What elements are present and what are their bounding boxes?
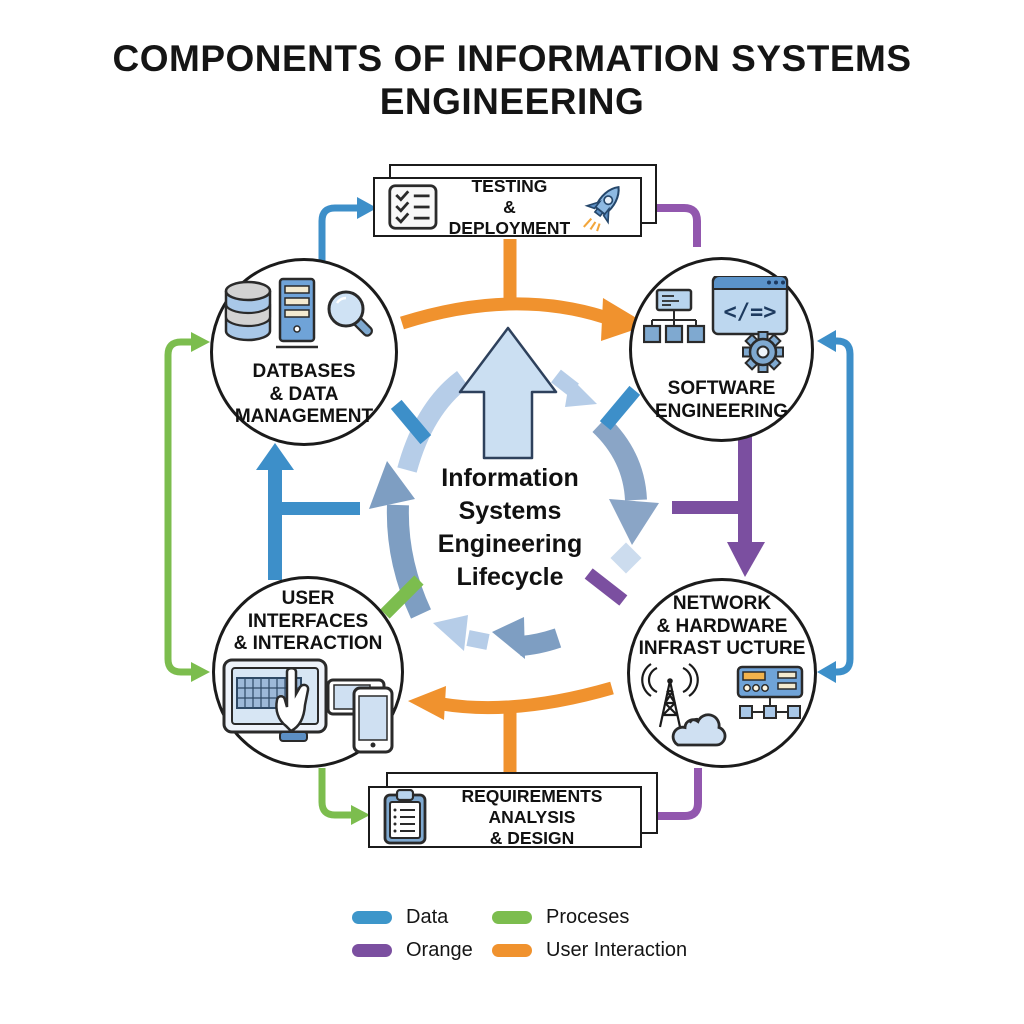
router-icon bbox=[736, 665, 804, 720]
legend-label: User Interaction bbox=[546, 939, 688, 961]
legend-item-orange: Orange bbox=[352, 939, 492, 962]
blue-arrowhead-network bbox=[817, 661, 836, 683]
network-label: NETWORK & HARDWARE INFRAST UCTURE bbox=[638, 592, 806, 660]
ring-arrow-left-body bbox=[386, 504, 432, 619]
legend-swatch-green bbox=[492, 911, 532, 924]
ui-label: USER INTERFACES & INTERACTION bbox=[233, 587, 383, 655]
page-title: COMPONENTS OF INFORMATION SYSTEMS ENGINE… bbox=[112, 38, 912, 122]
lifecycle-center-label: Information Systems Engineering Lifecycl… bbox=[437, 464, 583, 591]
code-window-icon: </=> bbox=[711, 275, 788, 335]
phones-icon bbox=[326, 678, 394, 754]
org-chart-icon bbox=[642, 288, 705, 343]
legend-label: Orange bbox=[406, 939, 473, 961]
green-arrowhead-databases bbox=[191, 332, 210, 352]
requirements-box-label: REQUIREMENTS ANALYSIS & DESIGN bbox=[461, 785, 603, 848]
legend-item-processes: Proceses bbox=[492, 906, 687, 929]
software-label: SOFTWARE ENGINEERING bbox=[654, 377, 789, 422]
rocket-icon bbox=[583, 185, 620, 232]
blue-arrowhead-testing bbox=[357, 197, 377, 219]
databases-label: DATBASES & DATA MANAGEMENT bbox=[234, 360, 374, 428]
purple-connectors bbox=[640, 204, 702, 820]
legend-label: Data bbox=[406, 906, 449, 928]
purple-line-network-to-requirements bbox=[644, 768, 702, 820]
ui-circle: USER INTERFACES & INTERACTION bbox=[212, 576, 404, 768]
green-line-ui-to-requirements bbox=[318, 768, 352, 819]
clipboard-icon bbox=[383, 789, 427, 845]
ui-icons bbox=[222, 658, 394, 754]
ring-arrowhead-up bbox=[369, 461, 415, 509]
legend: Data Proceses Orange User Interaction bbox=[352, 906, 687, 962]
checklist-icon bbox=[388, 184, 438, 230]
blue-line-databases-to-testing bbox=[318, 204, 358, 290]
ring-arrow-bottom-body bbox=[466, 630, 490, 650]
ring-segment-blue-software bbox=[599, 385, 641, 431]
ring-arc-top-left bbox=[397, 370, 470, 473]
ring-arrow-right-body bbox=[592, 415, 647, 501]
legend-item-data: Data bbox=[352, 906, 492, 929]
blue-arrowhead-software bbox=[817, 330, 836, 352]
ring-arrowhead-bottom bbox=[433, 615, 468, 651]
code-text: </=> bbox=[723, 300, 776, 325]
databases-circle: DATBASES & DATA MANAGEMENT bbox=[210, 258, 398, 446]
ring-segment-blue-databases bbox=[390, 399, 432, 445]
cloud-icon bbox=[671, 713, 727, 747]
hand-cursor-icon bbox=[275, 667, 310, 743]
center-up-arrow bbox=[458, 326, 558, 460]
tablet-keyboard-icon bbox=[222, 658, 328, 734]
ring-arrowhead-down bbox=[609, 499, 659, 545]
blue-line-right-side bbox=[834, 337, 854, 676]
requirements-box: REQUIREMENTS ANALYSIS & DESIGN bbox=[368, 786, 642, 848]
testing-box: TESTING & DEPLOYMENT bbox=[373, 175, 642, 238]
network-icons bbox=[641, 663, 804, 747]
magnifier-icon bbox=[327, 290, 373, 337]
orange-arrowhead-left bbox=[408, 686, 446, 720]
blue-thick-arrow bbox=[256, 443, 360, 580]
green-arrowhead-requirements bbox=[351, 805, 370, 825]
testing-box-label: TESTING & DEPLOYMENT bbox=[448, 175, 571, 238]
software-icons: </=> bbox=[642, 275, 788, 373]
blue-connectors bbox=[318, 204, 854, 676]
orange-arc-top bbox=[400, 297, 606, 330]
legend-label: Proceses bbox=[546, 906, 630, 928]
orange-connectors bbox=[400, 239, 614, 778]
ring-segment-purple-network bbox=[584, 568, 628, 606]
ring-segment-green-ui bbox=[380, 575, 424, 619]
lifecycle-ring bbox=[369, 326, 659, 659]
network-circle: NETWORK & HARDWARE INFRAST UCTURE bbox=[627, 578, 817, 768]
ring-small-arrowhead bbox=[565, 377, 597, 407]
ring-arrow-bottomright-body bbox=[519, 628, 562, 656]
green-line-left-side bbox=[164, 338, 192, 676]
ring-arrowhead-bottomright bbox=[492, 617, 525, 659]
legend-swatch-purple bbox=[352, 944, 392, 957]
databases-icons bbox=[224, 277, 373, 349]
database-stack-icon bbox=[224, 280, 272, 342]
orange-arrowhead-right bbox=[601, 298, 648, 341]
gear-icon bbox=[741, 330, 784, 373]
orange-arc-bottom bbox=[440, 681, 614, 715]
purple-line-testing-to-software bbox=[640, 204, 701, 247]
legend-swatch-orange bbox=[492, 944, 532, 957]
radio-tower-icon bbox=[641, 663, 699, 728]
green-arrowhead-ui bbox=[191, 662, 210, 682]
green-connectors bbox=[164, 338, 352, 819]
software-circle: </=> SOFTWARE ENGINEERING bbox=[629, 257, 814, 442]
legend-item-user-interaction: User Interaction bbox=[492, 939, 687, 962]
legend-swatch-blue bbox=[352, 911, 392, 924]
purple-thick-arrow bbox=[672, 432, 765, 577]
server-icon bbox=[276, 277, 318, 349]
